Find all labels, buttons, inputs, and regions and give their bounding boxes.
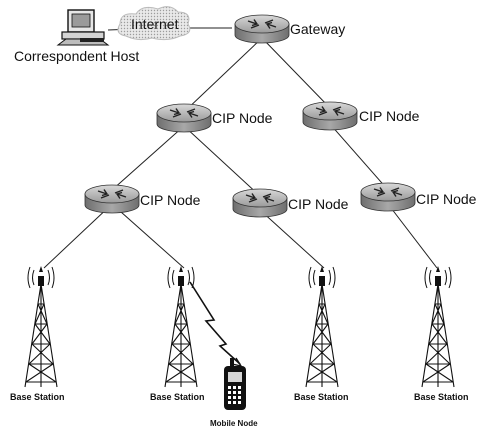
base-station-label-2: Base Station: [150, 392, 205, 402]
mobile-phone-icon: [224, 358, 246, 410]
cip-node-label-5: CIP Node: [416, 191, 477, 207]
router-icon-cip-1: [156, 103, 212, 133]
base-station-label-1: Base Station: [10, 392, 65, 402]
links: [43, 27, 438, 269]
internet-label: Internet: [131, 16, 179, 32]
link-cip4-bs3: [259, 209, 325, 269]
link-cip3-bs2: [111, 203, 185, 269]
link-cip5-bs4: [387, 203, 438, 269]
link-cip1-cip3: [111, 125, 185, 191]
link-cip3-bs1: [43, 203, 113, 269]
router-icon-cip-4: [232, 188, 288, 218]
base-station-label-3: Base Station: [294, 392, 349, 402]
cloud-icon: [117, 6, 191, 41]
antenna-tower-icon-3: [305, 265, 339, 388]
lightning-bolt-icon: [189, 281, 243, 368]
router-icon-cip-5: [360, 182, 416, 212]
link-gateway-cip2: [261, 37, 331, 109]
mobile-node-label: Mobile Node: [210, 419, 258, 428]
gateway-label: Gateway: [290, 21, 345, 37]
link-cip1-cip4: [183, 125, 261, 197]
router-icon-gateway: [234, 14, 290, 44]
correspondent-host-label: Correspondent Host: [14, 48, 139, 64]
router-icon-cip-2: [302, 101, 358, 131]
cip-node-label-4: CIP Node: [288, 196, 349, 212]
link-gateway-cip1: [183, 37, 263, 113]
computer-icon: [56, 9, 110, 46]
base-station-label-4: Base Station: [414, 392, 469, 402]
antenna-tower-icon-4: [421, 265, 455, 388]
cip-node-label-1: CIP Node: [212, 110, 273, 126]
cip-node-label-2: CIP Node: [359, 108, 420, 124]
link-cip2-cip5: [329, 123, 389, 191]
antenna-tower-icon-1: [24, 265, 58, 388]
router-icon-cip-3: [84, 184, 140, 214]
cip-node-label-3: CIP Node: [140, 192, 201, 208]
